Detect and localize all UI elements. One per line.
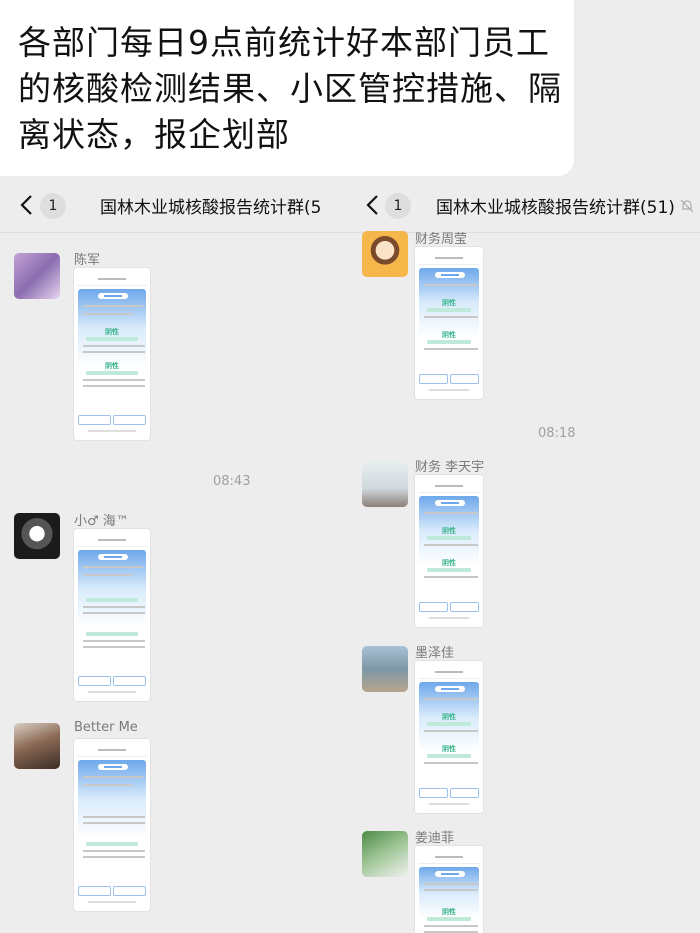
avatar[interactable]	[362, 831, 408, 877]
chat-panel-left: 1 国林木业城核酸报告统计群(5 陈军 阴性 阴性 08:43 小♂ 海™	[0, 176, 352, 933]
report-screenshot[interactable]: 阴性 阴性	[74, 268, 150, 440]
avatar[interactable]	[14, 513, 60, 559]
avatar[interactable]	[362, 461, 408, 507]
avatar[interactable]	[14, 723, 60, 769]
avatar[interactable]	[362, 646, 408, 692]
result-negative: 阴性	[105, 362, 119, 370]
avatar[interactable]	[14, 253, 60, 299]
caption-banner: 各部门每日9点前统计好本部门员工的核酸检测结果、小区管控措施、隔离状态，报企划部	[0, 0, 574, 176]
result-negative: 阴性	[442, 527, 456, 535]
result-negative: 阴性	[442, 299, 456, 307]
report-screenshot[interactable]: 阴性 阴性	[415, 247, 483, 399]
result-negative: 阴性	[442, 908, 456, 916]
sender-name: 陈军	[74, 253, 101, 268]
result-negative: 阴性	[105, 328, 119, 336]
chat-navbar: 1 国林木业城核酸报告统计群(51)	[352, 176, 700, 233]
sender-name: Better Me	[74, 720, 138, 735]
unread-badge[interactable]: 1	[40, 193, 66, 219]
report-screenshot[interactable]: 阴性 阴性	[415, 661, 483, 813]
result-negative: 阴性	[442, 331, 456, 339]
sender-name: 姜迪菲	[415, 831, 455, 846]
chevron-left-icon[interactable]	[18, 194, 38, 216]
caption-text: 各部门每日9点前统计好本部门员工的核酸检测结果、小区管控措施、隔离状态，报企划部	[18, 23, 562, 154]
result-negative: 阴性	[442, 745, 456, 753]
sender-name: 财务 李天宇	[415, 460, 485, 475]
chat-panel-right: 1 国林木业城核酸报告统计群(51) 财务周莹 阴性 阴性 08:18 财务 李…	[352, 176, 700, 933]
report-screenshot[interactable]	[74, 739, 150, 911]
report-screenshot[interactable]: 阴性 阴性	[415, 475, 483, 627]
result-negative: 阴性	[442, 559, 456, 567]
chat-title[interactable]: 国林木业城核酸报告统计群(5	[100, 198, 322, 218]
time-separator: 08:18	[538, 426, 576, 441]
mute-bell-icon	[680, 198, 694, 213]
avatar[interactable]	[362, 231, 408, 277]
sender-name: 财务周莹	[415, 232, 468, 247]
chat-title[interactable]: 国林木业城核酸报告统计群(51)	[436, 198, 675, 218]
chat-navbar: 1 国林木业城核酸报告统计群(5	[0, 176, 352, 233]
chevron-left-icon[interactable]	[364, 194, 384, 216]
sender-name: 小♂ 海™	[74, 514, 129, 529]
report-screenshot[interactable]: 阴性	[415, 846, 483, 933]
time-separator: 08:43	[213, 474, 251, 489]
report-screenshot[interactable]	[74, 529, 150, 701]
sender-name: 墨泽佳	[415, 646, 455, 661]
result-negative: 阴性	[442, 713, 456, 721]
unread-badge[interactable]: 1	[385, 193, 411, 219]
